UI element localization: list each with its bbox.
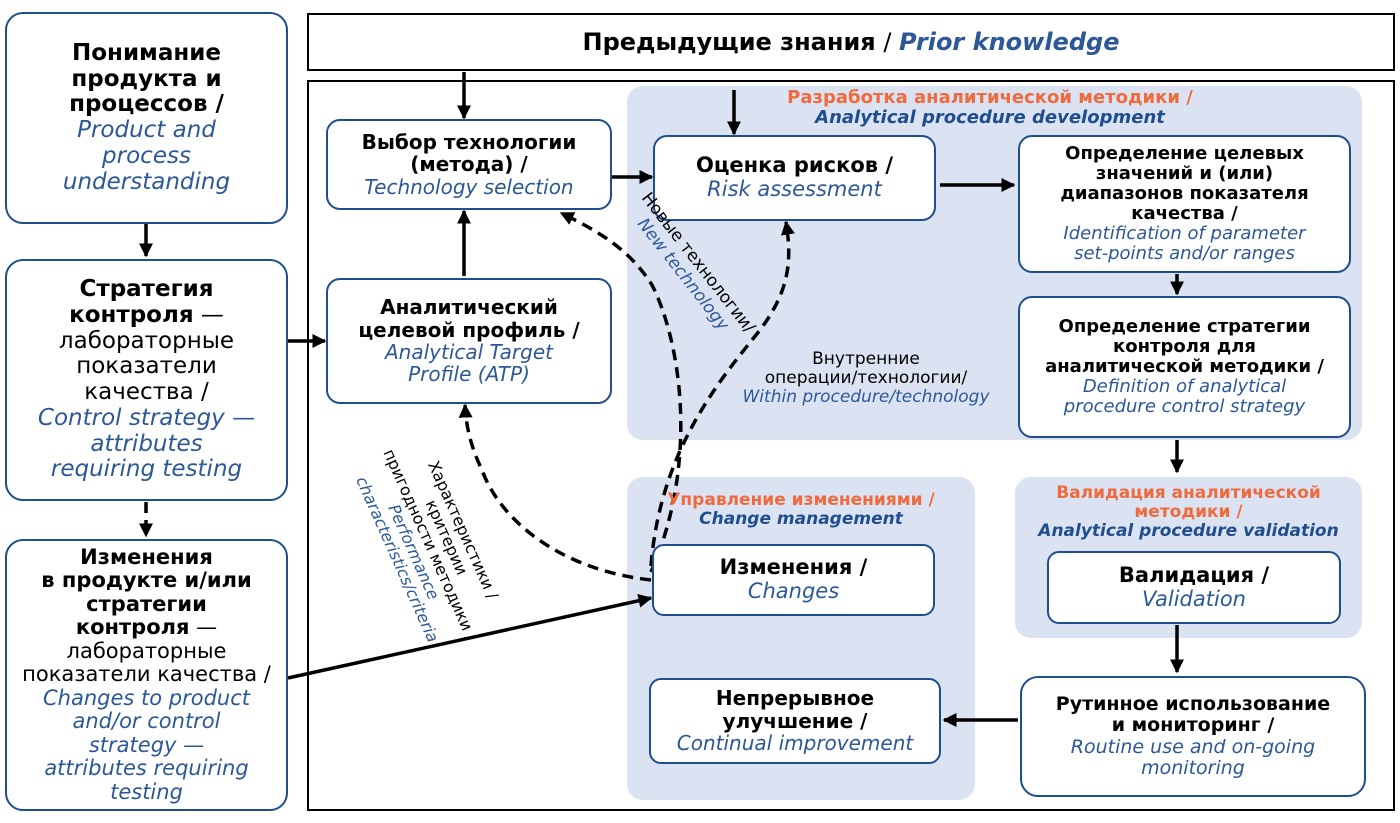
validation-en-1: Validation: [1142, 586, 1246, 611]
arrow-changesleft-to-changes: [287, 593, 653, 680]
within-plain-1: Внутренние: [812, 349, 920, 369]
ctrldef-en-2: procedure control strategy: [1063, 396, 1306, 418]
product-ru-1: Понимание: [72, 39, 221, 66]
product-ru-2: продукта и: [71, 65, 222, 92]
changesleft-en-1: Changes to product: [42, 685, 250, 710]
val-title-ru-1: Валидация аналитической: [1056, 483, 1321, 503]
strategy-dash: —: [193, 301, 224, 328]
changesleft-en-5: testing: [110, 779, 183, 804]
prior-ru: Предыдущие знания: [582, 28, 876, 56]
changes-ru-1: Изменения /: [719, 555, 868, 580]
strategy-ru-1: Стратегия: [79, 276, 214, 302]
routine-en-2: monitoring: [1141, 756, 1245, 779]
ctrldef-ru-2: контроля для: [1113, 335, 1256, 357]
risk-en-1: Risk assessment: [707, 177, 882, 201]
strategy-en-1: Control strategy —: [37, 404, 256, 431]
dev-title-ru: Разработка аналитической методики /: [787, 87, 1193, 108]
box-changes: Изменения / Changes: [652, 544, 935, 616]
within-en-1: Within procedure/technology: [742, 387, 990, 408]
box-control-strategy: Стратегия контроля — лабораторные показа…: [5, 259, 288, 501]
label-within-procedure: Внутренние операции/технологии/ Within p…: [716, 349, 1016, 408]
val-title-en: Analytical procedure validation: [1038, 521, 1339, 542]
prior-knowledge-bar: [307, 13, 1395, 71]
atp-en-1: Analytical Target: [384, 340, 553, 364]
atp-ru-1: Аналитический: [380, 295, 558, 320]
ctrldef-ru-3: аналитической методики /: [1045, 355, 1324, 377]
box-routine-use: Рутинное использование и мониторинг / Ro…: [1020, 676, 1366, 797]
changesleft-ru-2: в продукте и/или: [41, 568, 252, 593]
prior-knowledge-title: Предыдущие знания / Prior knowledge: [307, 13, 1395, 71]
strategy-plain-2: показатели: [76, 353, 217, 380]
dev-region-title: Разработка аналитической методики / Anal…: [740, 87, 1240, 129]
routine-ru-1: Рутинное использование: [1055, 692, 1331, 715]
improve-ru-2: улучшение /: [722, 708, 868, 733]
ctrldef-en-1: Definition of analytical: [1082, 376, 1287, 398]
cm-title-en: Change management: [699, 509, 903, 530]
box-parameter-setpoints: Определение целевых значений и (или) диа…: [1018, 135, 1351, 273]
box-control-strategy-definition: Определение стратегии контроля для анали…: [1018, 296, 1351, 438]
changesleft-en-4: attributes requiring: [44, 756, 249, 781]
tech-ru-2: (метода) /: [410, 152, 528, 177]
within-plain-2: операции/технологии/: [764, 368, 968, 389]
tech-ru-1: Выбор технологии: [361, 129, 577, 154]
box-technology-selection: Выбор технологии (метода) / Technology s…: [326, 119, 612, 210]
changesleft-ru-1: Изменения: [80, 544, 213, 569]
changesleft-plain-2: показатели качества /: [22, 662, 271, 687]
changesleft-en-3: strategy —: [88, 732, 205, 757]
tech-en-1: Technology selection: [364, 174, 574, 199]
setpoints-ru-4: качества /: [1131, 203, 1238, 224]
improve-en-1: Continual improvement: [676, 731, 914, 756]
atp-ru-2: целевой профиль /: [358, 317, 580, 342]
box-product-understanding: Понимание продукта и процессов / Product…: [5, 12, 288, 224]
ctrldef-ru-1: Определение стратегии: [1058, 315, 1311, 337]
val-title-ru-2: методики /: [1134, 502, 1243, 523]
arrow-changes-to-tech: [559, 211, 683, 573]
setpoints-ru-2: значений и (или): [1095, 162, 1274, 184]
strategy-plain-1: лабораторные: [58, 327, 235, 354]
routine-ru-2: и мониторинг /: [1111, 714, 1275, 737]
changes-en-1: Changes: [747, 579, 840, 603]
setpoints-ru-3: диапазонов показателя: [1060, 182, 1309, 204]
routine-en-1: Routine use and on-going: [1070, 735, 1316, 758]
product-en-2: process: [102, 142, 191, 169]
product-en-3: understanding: [62, 168, 231, 195]
box-continual-improvement: Непрерывное улучшение / Continual improv…: [649, 678, 941, 764]
strategy-en-3: requiring testing: [50, 456, 243, 483]
changesleft-plain-1: лабораторные: [66, 638, 227, 663]
atp-en-2: Profile (ATP): [408, 362, 530, 387]
validation-ru-1: Валидация /: [1118, 562, 1270, 587]
setpoints-ru-1: Определение целевых: [1065, 142, 1304, 164]
changesleft-ru-4: контроля: [75, 615, 190, 640]
box-changes-product-strategy: Изменения в продукте и/или стратегии кон…: [5, 539, 288, 811]
cm-title-ru: Управление изменениями /: [667, 490, 935, 510]
changesleft-ru-3: стратегии: [86, 591, 207, 616]
changesleft-en-2: and/or control: [72, 709, 221, 734]
dev-title-en: Analytical procedure development: [815, 107, 1165, 129]
risk-ru-1: Оценка рисков /: [695, 153, 894, 178]
cm-region-title: Управление изменениями / Change manageme…: [627, 490, 975, 530]
setpoints-en-1: Identification of parameter: [1063, 223, 1306, 245]
box-analytical-target-profile: Аналитический целевой профиль / Analytic…: [326, 278, 612, 404]
strategy-en-2: attributes: [90, 430, 203, 457]
setpoints-en-2: set-points and/or ranges: [1074, 243, 1295, 265]
arrow-changes-to-risk: [649, 220, 795, 567]
strategy-plain-3: качества /: [84, 379, 209, 405]
box-risk-assessment: Оценка рисков / Risk assessment: [653, 135, 936, 221]
val-region-title: Валидация аналитической методики / Analy…: [1015, 483, 1362, 542]
prior-sep: /: [875, 28, 900, 56]
changesleft-dash: —: [189, 615, 218, 640]
prior-en: Prior knowledge: [899, 28, 1120, 56]
product-ru-3: процессов /: [69, 91, 224, 118]
improve-ru-1: Непрерывное: [715, 686, 875, 711]
arrow-changes-to-atp: [458, 403, 652, 582]
box-validation: Валидация / Validation: [1047, 551, 1341, 624]
strategy-ru-2: контроля: [69, 301, 194, 328]
product-en-1: Product and: [77, 117, 216, 143]
